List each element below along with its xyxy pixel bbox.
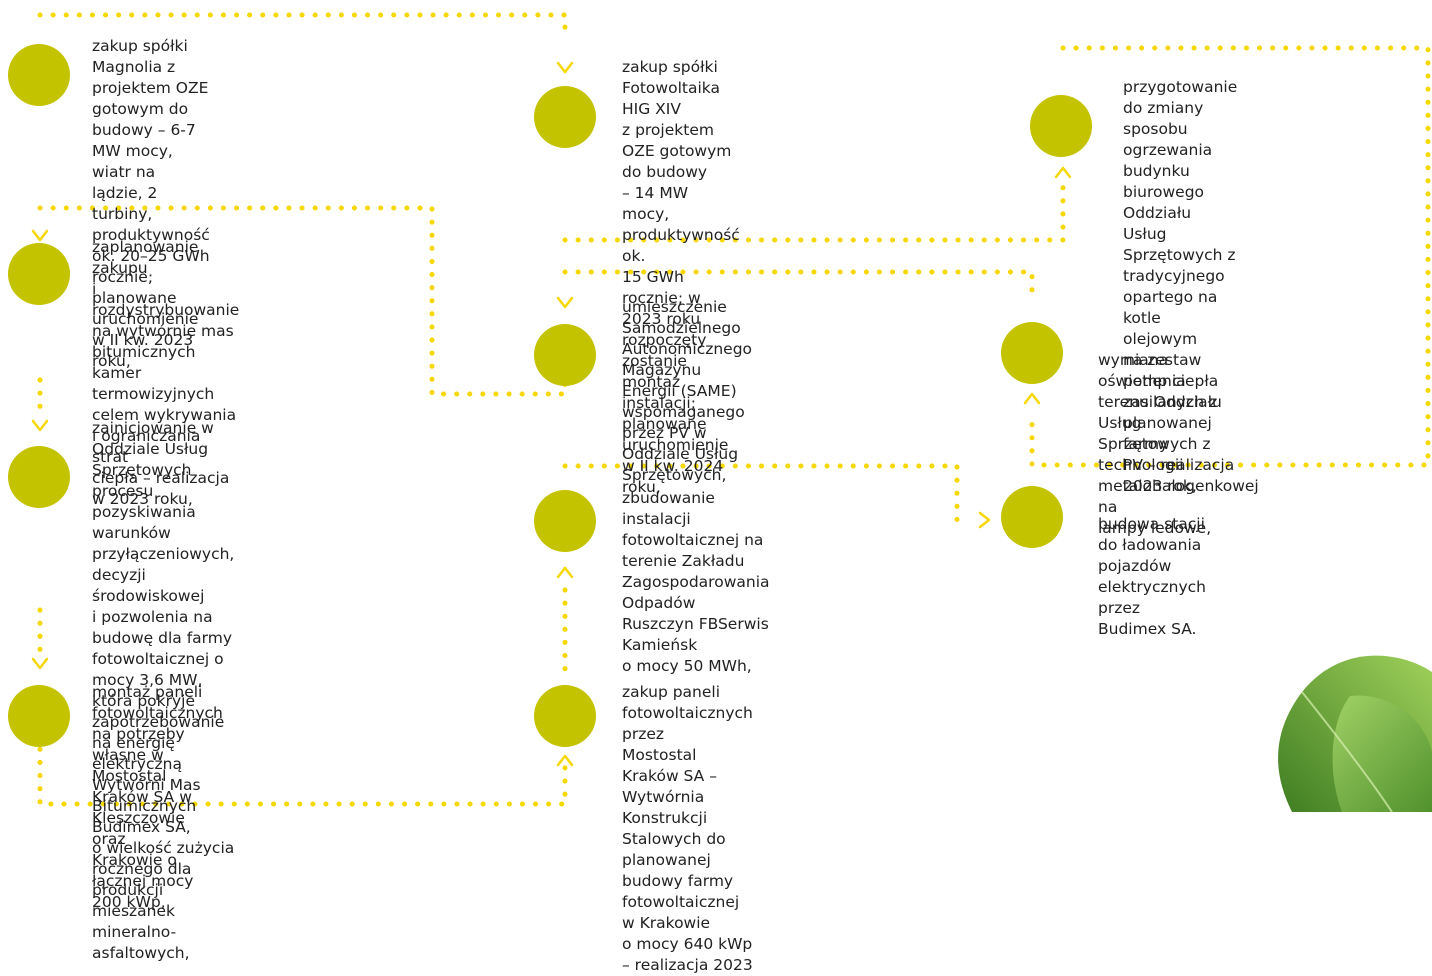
step-10-text: wymiana oświetlenia terenu Oddziału Usłu… <box>1098 351 1259 537</box>
step-9-circle <box>1030 95 1092 157</box>
step-1-circle <box>8 44 70 106</box>
step-2-text: zaplanowanie zakupu i rozdystrybuowanie … <box>92 238 240 508</box>
step-4-circle <box>8 685 70 747</box>
step-8-circle <box>534 685 596 747</box>
step-6-text: umieszczenie Samodzielnego Autonomiczneg… <box>622 298 753 484</box>
arrow-up-2 <box>1023 392 1041 405</box>
path-mid-right <box>562 177 1066 243</box>
path-right-box <box>1029 45 1431 468</box>
arrow-up-3 <box>556 566 574 579</box>
step-2-circle <box>8 243 70 305</box>
step-7-text: zbudowanie instalacji fotowoltaicznej na… <box>622 489 770 675</box>
path-top-1 <box>37 12 568 43</box>
arrow-down-2 <box>31 229 49 242</box>
path-lower-2 <box>562 463 960 533</box>
arrow-right-1 <box>978 511 991 529</box>
flow-diagram: zakup spółki Magnolia z projektem OZE go… <box>8 12 1432 974</box>
arrow-down-4 <box>31 419 49 432</box>
step-3-circle <box>8 446 70 508</box>
path-mid-2 <box>562 269 1035 303</box>
leaf-decoration-icon <box>1278 655 1432 812</box>
step-11-circle <box>1001 486 1063 548</box>
step-9-text: przygotowanie do zmiany sposobu ogrzewan… <box>1123 78 1238 495</box>
arrow-down-1 <box>556 61 574 74</box>
step-11-text: budowa stacji do ładowania pojazdów elek… <box>1098 515 1206 638</box>
step-8-text: zakup paneli fotowoltaicznych przez Most… <box>622 683 753 974</box>
step-5-circle <box>534 86 596 148</box>
step-10-circle <box>1001 322 1063 384</box>
step-1-text: zakup spółki Magnolia z projektem OZE go… <box>92 37 210 370</box>
step-7-circle <box>534 490 596 552</box>
step-6-circle <box>534 324 596 386</box>
step-4-text: montaż paneli fotowoltaicznych na potrze… <box>92 683 223 911</box>
path-bottom <box>37 707 568 807</box>
arrow-up-4 <box>556 754 574 767</box>
arrow-down-5 <box>31 657 49 670</box>
step-5-text: zakup spółki Fotowoltaika HIG XIV z proj… <box>622 58 740 496</box>
arrow-up-1 <box>1054 166 1072 179</box>
arrow-down-3 <box>556 296 574 309</box>
